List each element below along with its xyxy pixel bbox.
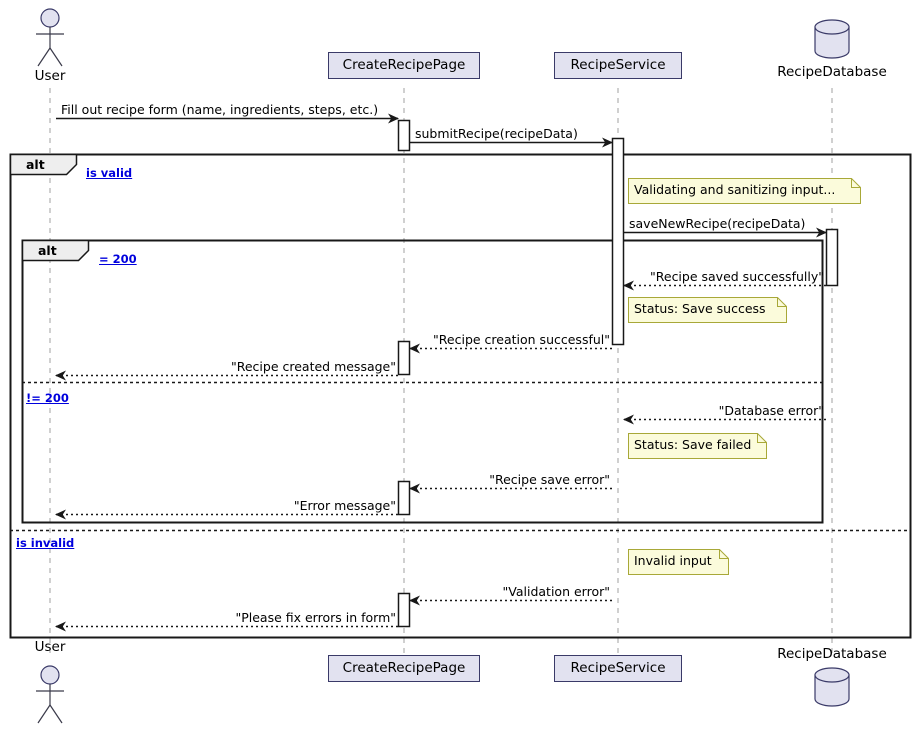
participant-box-service[interactable]: RecipeService — [554, 655, 682, 682]
fragment-tab-outer-alt — [9, 153, 78, 176]
fragment-box-outer-alt — [9, 153, 912, 639]
message-label-m1: Fill out recipe form (name, ingredients,… — [61, 102, 379, 117]
activation-bar-page — [397, 340, 411, 376]
message-label-m7: "Database error" — [718, 403, 824, 418]
database-top-database — [814, 667, 850, 683]
participant-box-page[interactable]: CreateRecipePage — [328, 52, 480, 79]
note-text-n3: Status: Save failed — [634, 437, 752, 452]
actor-leg-right-user — [49, 704, 63, 724]
fragment-operator-inner-alt: alt — [38, 243, 57, 258]
note-box-n1 — [628, 178, 861, 204]
note-box-n2 — [628, 297, 787, 323]
note-text-n4: Invalid input — [634, 553, 712, 568]
message-label-m3: saveNewRecipe(recipeData) — [629, 216, 806, 231]
note-box-n3 — [628, 433, 767, 459]
message-label-m6: "Recipe created message" — [230, 359, 396, 374]
fragment-guard-inner-alt-0: = 200 — [99, 252, 137, 266]
activation-bar-service — [611, 137, 625, 346]
activation-bar-database — [825, 228, 839, 287]
message-label-m11: "Please fix errors in form" — [235, 610, 396, 625]
fragment-guard-outer-alt-1: is invalid — [16, 536, 75, 550]
note-fold-n3 — [757, 433, 767, 443]
participant-label-database: RecipeDatabase — [777, 646, 887, 662]
actor-head-user — [40, 8, 60, 28]
note-text-n2: Status: Save success — [634, 301, 766, 316]
database-body-database — [814, 26, 850, 59]
actor-leg-left-user — [37, 47, 51, 67]
fragment-tab-inner-alt — [21, 239, 90, 262]
message-label-m2: submitRecipe(recipeData) — [415, 126, 578, 141]
actor-leg-right-user — [49, 47, 63, 67]
participant-label-user: User — [34, 639, 66, 655]
note-fold-n1 — [851, 178, 861, 188]
database-body-database — [814, 674, 850, 707]
message-label-m8: "Recipe save error" — [489, 472, 610, 487]
note-text-n1: Validating and sanitizing input... — [634, 182, 836, 197]
fragment-guard-outer-alt-0: is valid — [86, 166, 133, 180]
activation-bar-page — [397, 480, 411, 516]
message-label-m9: "Error message" — [293, 498, 396, 513]
fragment-box-inner-alt — [21, 239, 824, 524]
message-label-m4: "Recipe saved successfully" — [650, 269, 824, 284]
actor-head-user — [40, 665, 60, 685]
activation-bar-page — [397, 119, 411, 152]
note-fold-n4 — [719, 549, 729, 559]
fragment-operator-outer-alt: alt — [26, 157, 45, 172]
activation-bar-page — [397, 592, 411, 628]
message-label-m10: "Validation error" — [502, 584, 610, 599]
participant-label-database: RecipeDatabase — [777, 64, 887, 80]
database-top-database — [814, 19, 850, 35]
participant-box-page[interactable]: CreateRecipePage — [328, 655, 480, 682]
participant-box-service[interactable]: RecipeService — [554, 52, 682, 79]
participant-label-user: User — [34, 68, 66, 84]
message-label-m5: "Recipe creation successful" — [433, 332, 610, 347]
actor-leg-left-user — [37, 704, 51, 724]
note-fold-n2 — [777, 297, 787, 307]
note-box-n4 — [628, 549, 729, 575]
fragment-guard-inner-alt-1: != 200 — [26, 391, 69, 405]
